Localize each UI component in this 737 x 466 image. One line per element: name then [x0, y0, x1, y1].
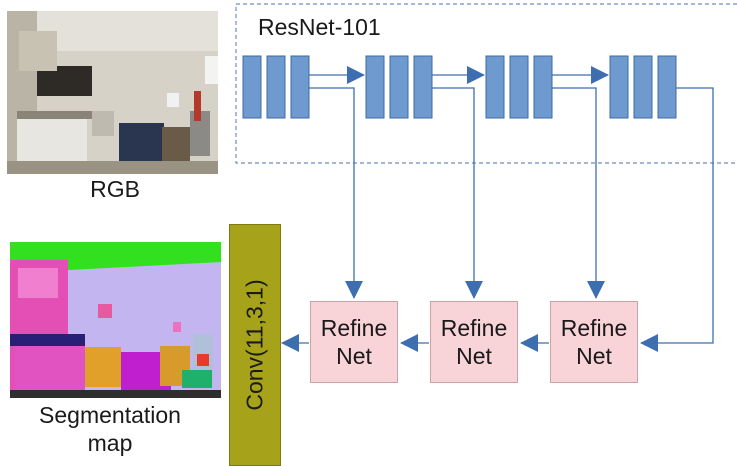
refinenet-block-2: Refine Net [430, 301, 518, 383]
resnet-block [389, 55, 409, 119]
refinenet-label-line2: Net [576, 343, 612, 369]
refinenet-label-line1: Refine [440, 315, 508, 341]
output-label-line1: Segmentation [39, 402, 181, 428]
refinenet-label-line1: Refine [560, 315, 628, 341]
resnet-block [413, 55, 433, 119]
resnet-block [509, 55, 529, 119]
resnet-block [633, 55, 653, 119]
output-label-line2: map [87, 430, 133, 456]
refinenet-label-line2: Net [456, 343, 492, 369]
skip-connections [309, 87, 714, 352]
resnet-block [533, 55, 553, 119]
conv-label: Conv(11,3,1) [241, 279, 268, 411]
resnet-block [242, 55, 262, 119]
resnet-block [657, 55, 677, 119]
resnet-block [365, 55, 385, 119]
resnet-block [609, 55, 629, 119]
resnet-block [290, 55, 310, 119]
skip-arrow [640, 87, 714, 352]
rgb-image [7, 11, 218, 174]
backbone-dashed-border [235, 3, 737, 164]
refinenet-label-line2: Net [336, 343, 372, 369]
skip-arrow [309, 87, 363, 299]
backbone-label: ResNet-101 [258, 14, 381, 40]
skip-arrow [552, 87, 605, 299]
resnet-block [485, 55, 505, 119]
resnet-blocks [242, 55, 677, 119]
refinenet-block-1: Refine Net [310, 301, 398, 383]
resnet-block [266, 55, 286, 119]
segmentation-map-image [10, 242, 221, 398]
input-label: RGB [90, 176, 140, 202]
refinenet-block-3: Refine Net [550, 301, 638, 383]
refinenet-label-line1: Refine [320, 315, 388, 341]
conv-block: Conv(11,3,1) [229, 224, 281, 466]
skip-arrow [432, 87, 483, 299]
